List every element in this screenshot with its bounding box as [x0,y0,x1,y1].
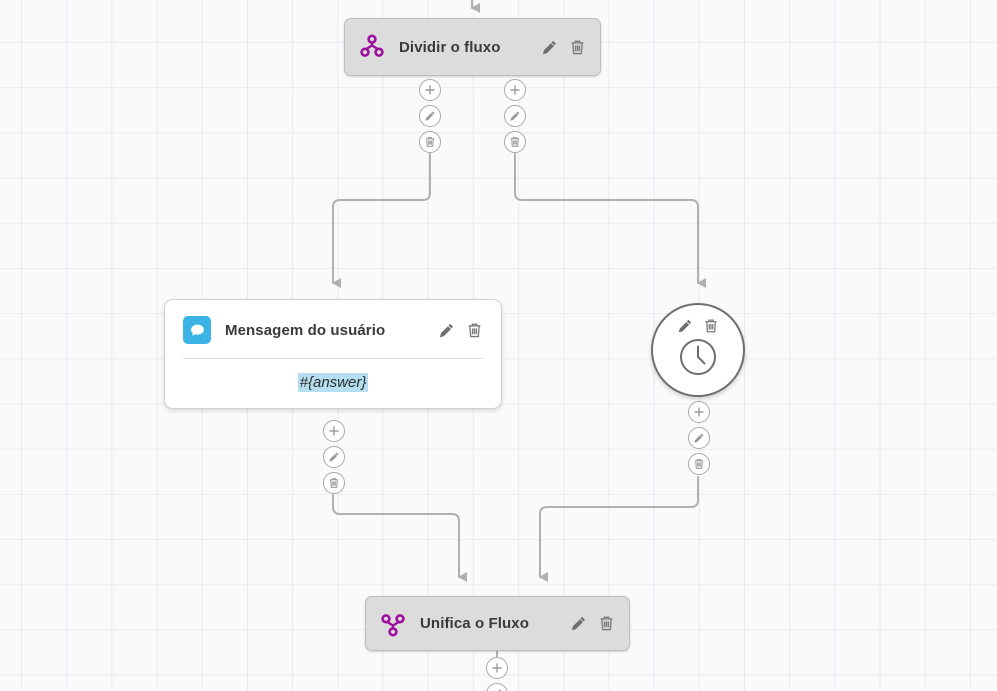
pencil-icon[interactable] [541,39,558,56]
trash-icon[interactable] [703,318,719,334]
edge-timer-to-merge [539,476,699,582]
node-divider [183,358,483,359]
pencil-icon[interactable] [570,615,587,632]
split-flow-icon [359,34,385,60]
variable-token: #{answer} [297,373,369,392]
pencil-icon[interactable] [677,318,693,334]
edge-split-to-message [332,153,431,288]
delete-edge-button[interactable] [688,453,710,475]
pencil-icon[interactable] [438,322,455,339]
merge-flow-icon [380,611,406,637]
edit-edge-button[interactable] [323,446,345,468]
chat-bubble-icon [183,316,211,344]
node-merge-flow[interactable]: Unifica o Fluxo [365,596,630,651]
node-split-flow[interactable]: Dividir o fluxo [344,18,601,76]
edit-edge-button[interactable] [688,427,710,449]
node-timer[interactable] [651,303,745,397]
delete-edge-button[interactable] [419,131,441,153]
node-merge-flow-title: Unifica o Fluxo [420,615,530,632]
node-user-message-body: #{answer} [165,359,501,408]
add-node-button[interactable] [323,420,345,442]
delete-edge-button[interactable] [323,472,345,494]
node-user-message-title: Mensagem do usuário [225,321,386,339]
edit-edge-button[interactable] [504,105,526,127]
edit-edge-button[interactable] [486,683,508,691]
add-node-button[interactable] [419,79,441,101]
add-node-button[interactable] [688,401,710,423]
edge-split-to-timer [514,153,706,288]
trash-icon[interactable] [569,39,586,56]
edit-edge-button[interactable] [419,105,441,127]
add-node-button[interactable] [504,79,526,101]
node-user-message[interactable]: Mensagem do usuário #{ans [164,299,502,409]
delete-edge-button[interactable] [504,131,526,153]
trash-icon[interactable] [598,615,615,632]
add-node-button[interactable] [486,657,508,679]
node-user-message-header: Mensagem do usuário [165,300,501,358]
clock-icon [677,336,719,383]
edge-message-to-merge [332,494,467,582]
trash-icon[interactable] [466,322,483,339]
timer-tools [677,318,719,334]
node-split-flow-title: Dividir o fluxo [399,38,501,56]
